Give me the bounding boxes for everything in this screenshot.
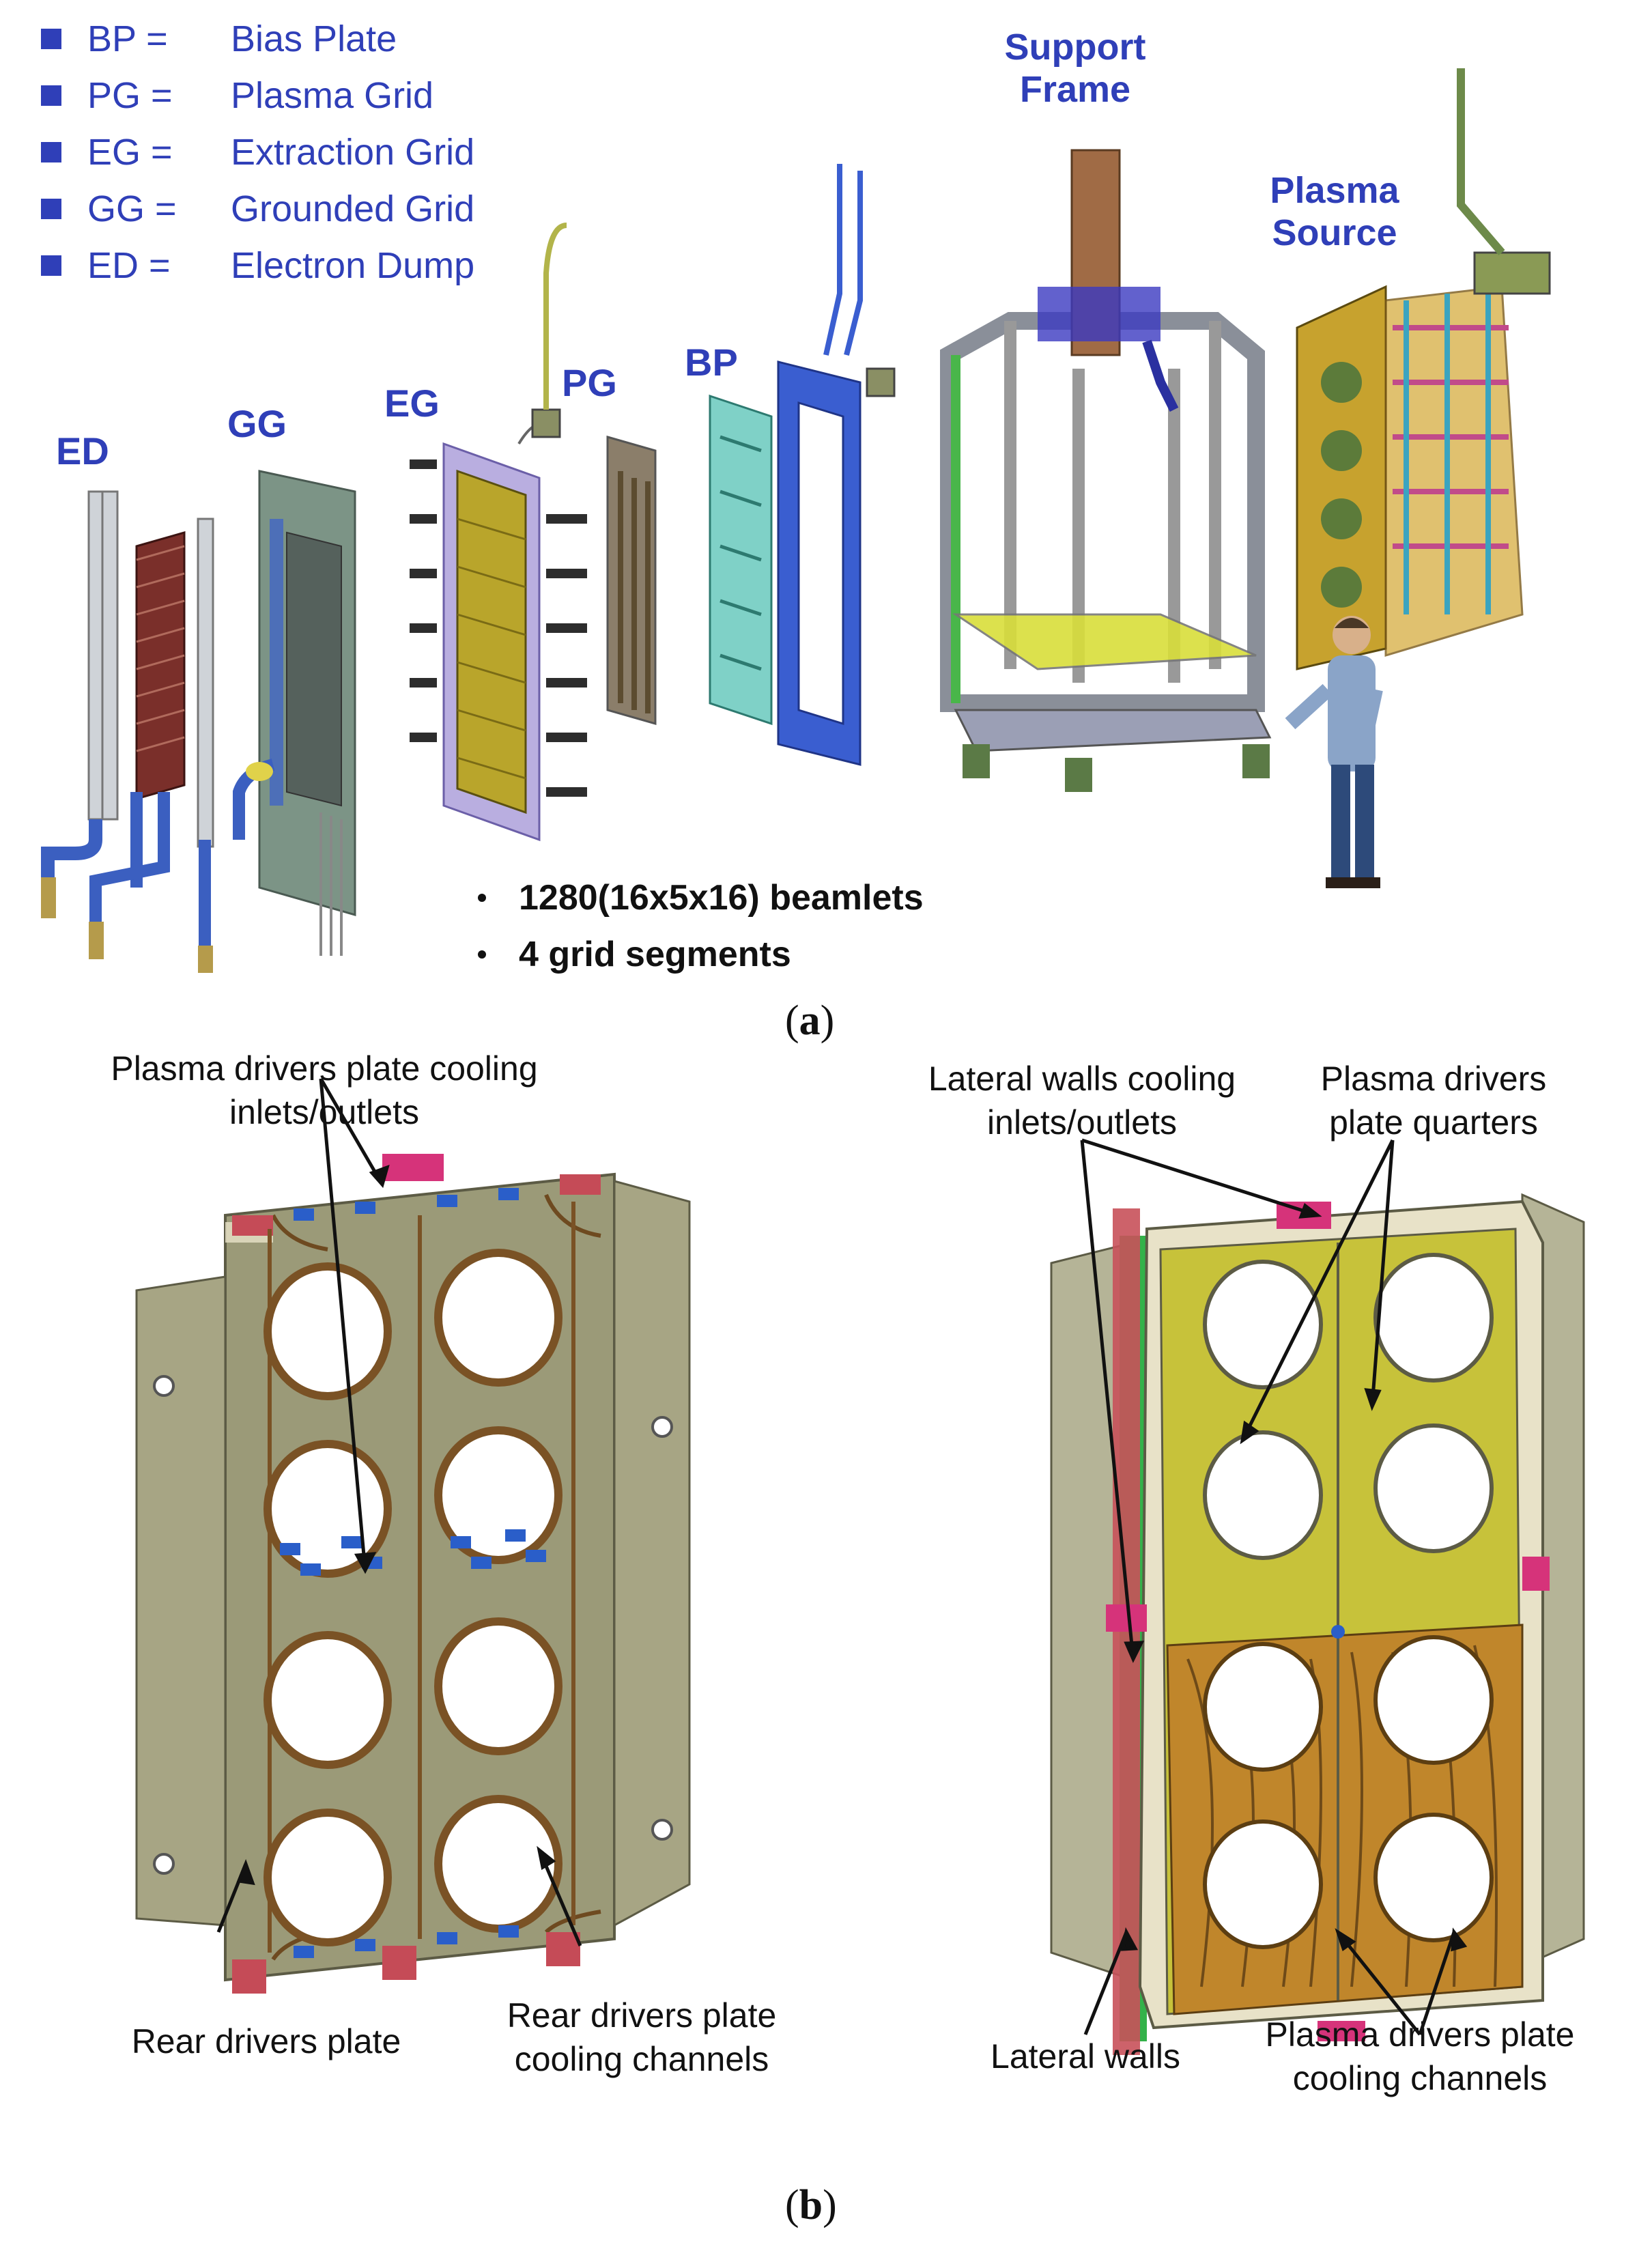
grounded-grid-part [233, 470, 356, 956]
callout-rear-drivers-plate: Rear drivers plate [131, 2022, 401, 2060]
panel-label-b: (b) [785, 2181, 837, 2230]
bullet-grid-segments: 4 grid segments [478, 934, 791, 975]
legend-item-eg: EG = Extraction Grid [41, 132, 474, 173]
label-pg: PG [562, 361, 617, 404]
bullet-text: 4 grid segments [519, 935, 791, 974]
legend-item-ed: ED = Electron Dump [41, 245, 474, 286]
panel-b-close: ) [823, 2182, 837, 2228]
rear-drivers-plate [135, 1154, 691, 1994]
label-eg: EG [384, 382, 440, 425]
legend-abbr: EG = [87, 132, 173, 173]
panel-label-a: (a) [785, 997, 834, 1045]
callout-plasma-cooling-channels: Plasma drivers plate cooling channels [1265, 2015, 1575, 2097]
bullet-dot-icon [478, 950, 486, 959]
legend-square-icon [41, 199, 61, 219]
panel-a-close: ) [820, 997, 835, 1044]
legend-name: Grounded Grid [231, 188, 475, 229]
legend-name: Bias Plate [231, 18, 397, 59]
electron-dump-part [41, 490, 214, 973]
legend-square-icon [41, 29, 61, 49]
callout-arrows [216, 1077, 1468, 2036]
label-bp: BP [685, 341, 738, 384]
bullet-dot-icon [478, 894, 486, 902]
bullet-beamlets: 1280(16x5x16) beamlets [478, 877, 924, 918]
legend-abbr: ED = [87, 245, 171, 286]
panel-a-letter: a [799, 997, 821, 1044]
callout-plate-quarters: Plasma drivers plate quarters [1320, 1060, 1547, 1142]
legend-square-icon [41, 255, 61, 276]
legend-name: Plasma Grid [231, 75, 434, 116]
callout-lateral-walls-inlets: Lateral walls cooling inlets/outlets [928, 1060, 1236, 1142]
legend-name: Electron Dump [231, 245, 475, 286]
plasma-source-part [1296, 68, 1551, 670]
exploded-assembly-illustration [41, 68, 1551, 973]
label-plasma-source: Plasma Source [1270, 170, 1399, 253]
driver-plates-illustration [135, 1077, 1585, 2055]
support-frame-part [940, 149, 1272, 792]
panel-b-letter: b [799, 2182, 823, 2228]
legend-item-gg: GG = Grounded Grid [41, 188, 474, 229]
legend-abbr: GG = [87, 188, 177, 229]
legend-square-icon [41, 85, 61, 106]
legend-item-pg: PG = Plasma Grid [41, 75, 433, 116]
legend-abbr: BP = [87, 18, 168, 59]
panel-b-open: ( [785, 2182, 799, 2228]
human-figure [1285, 616, 1383, 888]
extraction-grid-part [410, 421, 587, 842]
legend-abbr: PG = [87, 75, 173, 116]
panel-a-open: ( [785, 997, 799, 1044]
label-support-frame: Support Frame [1004, 27, 1146, 110]
label-gg: GG [227, 402, 287, 445]
bullet-text: 1280(16x5x16) beamlets [519, 878, 924, 918]
callout-rear-cooling-channels: Rear drivers plate cooling channels [507, 1996, 777, 2078]
callout-lateral-walls: Lateral walls [991, 2037, 1180, 2075]
legend-item-bp: BP = Bias Plate [41, 18, 397, 59]
plasma-grid-part [531, 223, 657, 725]
legend-square-icon [41, 142, 61, 162]
callout-inlets-outlets: Plasma drivers plate cooling inlets/outl… [111, 1049, 538, 1131]
bias-plate-part [709, 164, 896, 766]
label-ed: ED [56, 429, 109, 472]
legend-name: Extraction Grid [231, 132, 475, 173]
